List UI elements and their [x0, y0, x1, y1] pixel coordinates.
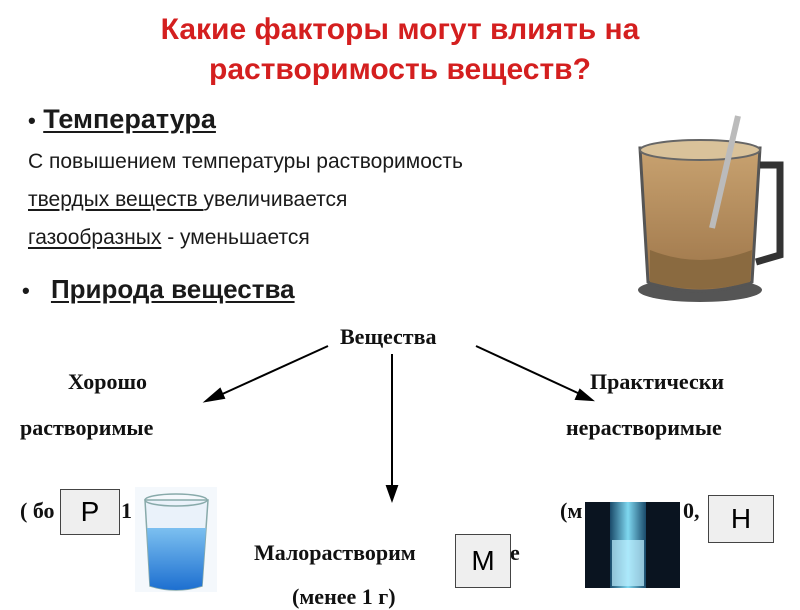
slightly-soluble-tail: е: [510, 540, 520, 566]
insoluble-amount: (м: [560, 498, 582, 524]
good-soluble-line1: Хорошо: [68, 369, 147, 395]
insoluble-label-box: Н: [708, 495, 774, 543]
substances-root-label: Вещества: [340, 324, 437, 350]
good-soluble-line2: растворимые: [20, 415, 153, 441]
scheme-arrows: [206, 346, 592, 500]
good-soluble-amount: ( бо: [20, 498, 55, 524]
slightly-soluble-amount: (менее 1 г): [292, 584, 396, 610]
good-soluble-amount-tail: 1: [121, 498, 132, 524]
slightly-soluble-label: Малорастворим: [254, 540, 416, 566]
test-tube-photo: [585, 502, 680, 588]
soluble-label-box: Р: [60, 489, 120, 535]
insoluble-line1: Практически: [590, 369, 724, 395]
slightly-soluble-label-box: М: [455, 534, 511, 588]
tea-glass-photo: [627, 112, 785, 305]
insoluble-line2: нерастворимые: [566, 415, 722, 441]
insoluble-amount-tail: 0,: [683, 498, 700, 524]
blue-beaker-photo: [135, 487, 217, 592]
